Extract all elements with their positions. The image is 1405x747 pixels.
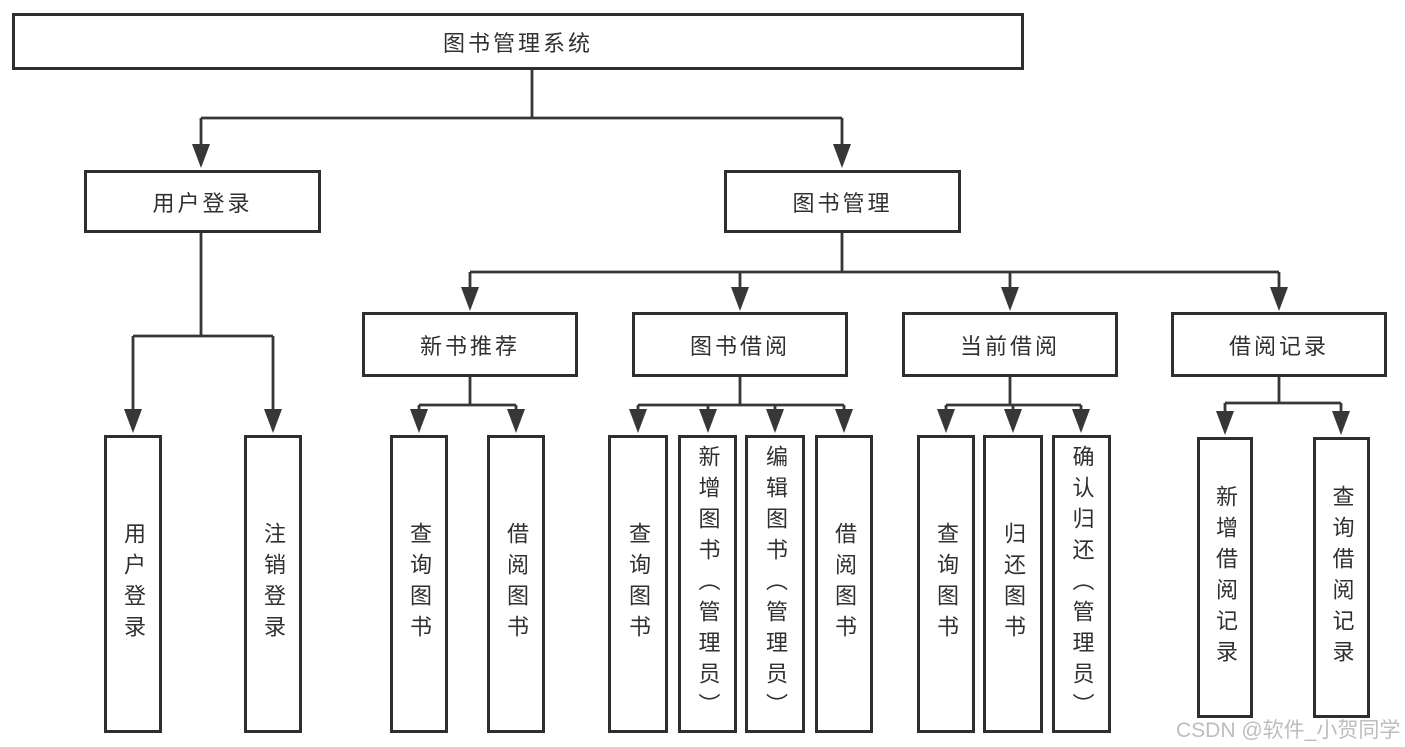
connector-book-borrow-children: [629, 377, 853, 433]
arrow-down-icon: [833, 144, 851, 168]
leaf-borrow-books: 借阅图书: [815, 435, 873, 733]
node-root: 图书管理系统: [12, 13, 1024, 70]
arrow-down-icon: [1004, 409, 1022, 433]
arrow-down-icon: [731, 287, 749, 311]
leaf-user-login: 用户登录: [104, 435, 162, 733]
node-book-management: 图书管理: [724, 170, 961, 233]
leaf-query-books-borrow-label: 查询图书: [626, 522, 651, 646]
leaf-logout: 注销登录: [244, 435, 302, 733]
arrow-down-icon: [410, 409, 428, 433]
connector-user-login-children: [124, 233, 282, 433]
leaf-add-book-admin: 新增图书（管理员）: [678, 435, 737, 733]
leaf-edit-book-admin-label: 编辑图书（管理员）: [763, 444, 788, 724]
node-borrow-records: 借阅记录: [1171, 312, 1387, 377]
node-current-borrow-label: 当前借阅: [959, 333, 1060, 359]
arrow-down-icon: [1332, 411, 1350, 435]
leaf-confirm-return-admin: 确认归还（管理员）: [1052, 435, 1111, 733]
leaf-query-books-current: 查询图书: [917, 435, 975, 733]
arrow-down-icon: [766, 409, 784, 433]
leaf-query-borrow-record: 查询借阅记录: [1313, 437, 1370, 718]
arrow-down-icon: [835, 409, 853, 433]
connector-book-management-children: [461, 233, 1288, 311]
leaf-add-borrow-record: 新增借阅记录: [1197, 437, 1253, 718]
arrow-down-icon: [629, 409, 647, 433]
watermark: CSDN @软件_小贺同学: [1176, 719, 1401, 742]
arrow-down-icon: [937, 409, 955, 433]
leaf-user-login-label: 用户登录: [121, 522, 146, 646]
node-new-book-recommend: 新书推荐: [362, 312, 578, 377]
arrow-down-icon: [192, 144, 210, 168]
arrow-down-icon: [1001, 287, 1019, 311]
leaf-query-borrow-record-label: 查询借阅记录: [1329, 484, 1355, 671]
node-user-login-label: 用户登录: [152, 190, 253, 216]
leaf-query-books-recommend-label: 查询图书: [407, 522, 432, 646]
arrow-down-icon: [1072, 409, 1090, 433]
leaf-query-books-borrow: 查询图书: [608, 435, 668, 733]
arrow-down-icon: [264, 409, 282, 433]
leaf-confirm-return-admin-label: 确认归还（管理员）: [1069, 444, 1095, 724]
leaf-borrow-books-label: 借阅图书: [832, 522, 857, 646]
node-new-book-recommend-label: 新书推荐: [419, 333, 520, 359]
leaf-return-books: 归还图书: [983, 435, 1043, 733]
arrow-down-icon: [124, 409, 142, 433]
leaf-logout-label: 注销登录: [261, 522, 286, 646]
leaf-add-book-admin-label: 新增图书（管理员）: [695, 444, 721, 724]
node-book-management-label: 图书管理: [792, 190, 893, 216]
node-book-borrow-label: 图书借阅: [689, 333, 790, 359]
arrow-down-icon: [1270, 287, 1288, 311]
connector-current-borrow-children: [937, 377, 1090, 433]
leaf-query-books-current-label: 查询图书: [934, 522, 959, 646]
arrow-down-icon: [1216, 411, 1234, 435]
leaf-add-borrow-record-label: 新增借阅记录: [1213, 484, 1238, 671]
node-current-borrow: 当前借阅: [902, 312, 1118, 377]
arrow-down-icon: [699, 409, 717, 433]
leaf-edit-book-admin: 编辑图书（管理员）: [745, 435, 805, 733]
node-root-label: 图书管理系统: [442, 30, 593, 56]
leaf-borrow-books-recommend-label: 借阅图书: [504, 522, 529, 646]
node-book-borrow: 图书借阅: [632, 312, 848, 377]
connector-root-to-level2: [192, 70, 851, 168]
arrow-down-icon: [461, 287, 479, 311]
leaf-query-books-recommend: 查询图书: [390, 435, 448, 733]
leaf-borrow-books-recommend: 借阅图书: [487, 435, 545, 733]
connector-new-book-recommend-children: [410, 377, 525, 433]
connector-borrow-records-children: [1216, 377, 1350, 435]
node-borrow-records-label: 借阅记录: [1228, 333, 1329, 359]
arrow-down-icon: [507, 409, 525, 433]
leaf-return-books-label: 归还图书: [1001, 522, 1026, 646]
node-user-login: 用户登录: [84, 170, 321, 233]
